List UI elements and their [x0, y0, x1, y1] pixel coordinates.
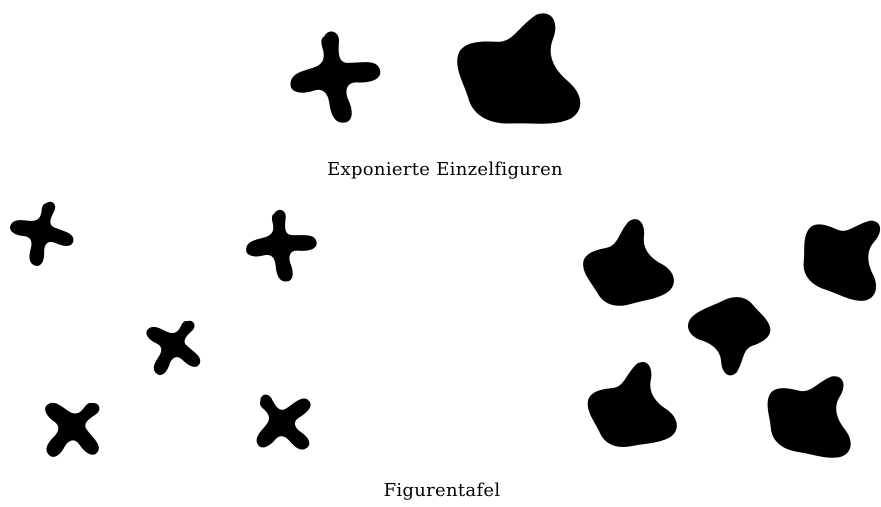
table-cross-figure: [23, 379, 122, 478]
table-cross-figure: [130, 303, 217, 390]
table-blob-figure: [788, 197, 881, 309]
table-cross-figure: [243, 207, 320, 285]
exposed-blob-figure: [453, 8, 586, 129]
table-cross-figure: [2, 193, 82, 273]
caption-figure-table: Figurentafel: [384, 480, 501, 501]
table-blob-figure: [577, 214, 677, 311]
table-blob-figure: [757, 361, 867, 465]
table-blob-figure: [683, 288, 781, 383]
exposed-cross-figure: [284, 25, 387, 129]
caption-exposed-figures: Exponierte Einzelfiguren: [327, 159, 563, 180]
table-blob-figure: [584, 359, 678, 449]
table-cross-figure: [236, 375, 332, 471]
